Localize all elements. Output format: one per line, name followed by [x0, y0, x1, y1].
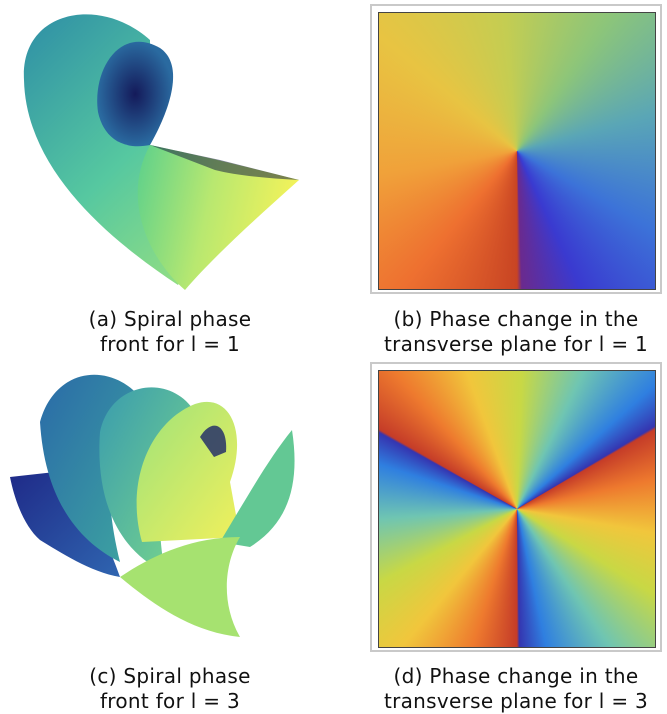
caption-c-line2: front for l = 3: [99, 689, 241, 713]
spiral-surface-l3: [10, 374, 295, 637]
spiral-surface-l1: [23, 14, 299, 290]
caption-d-line1: (d) Phase change in the: [393, 664, 639, 688]
caption-a: (a) Spiral phase front for l = 1: [25, 307, 315, 357]
caption-b-line1: (b) Phase change in the: [393, 307, 639, 331]
figure-b-phase-map-frame: [370, 4, 662, 294]
caption-c-line1: (c) Spiral phase: [89, 664, 251, 688]
figure-d-phase-map-frame: [370, 362, 662, 652]
caption-d: (d) Phase change in the transverse plane…: [370, 664, 662, 714]
figure-c-spiral-surface: [0, 362, 310, 662]
caption-c: (c) Spiral phase front for l = 3: [25, 664, 315, 714]
caption-b: (b) Phase change in the transverse plane…: [370, 307, 662, 357]
phase-map-l1: [378, 12, 656, 290]
caption-b-line2: transverse plane for l = 1: [383, 332, 649, 356]
caption-a-line1: (a) Spiral phase: [88, 307, 252, 331]
phase-map-l3: [378, 370, 656, 648]
figure-a-spiral-surface: [0, 0, 310, 300]
caption-d-line2: transverse plane for l = 3: [383, 689, 649, 713]
caption-a-line2: front for l = 1: [99, 332, 241, 356]
